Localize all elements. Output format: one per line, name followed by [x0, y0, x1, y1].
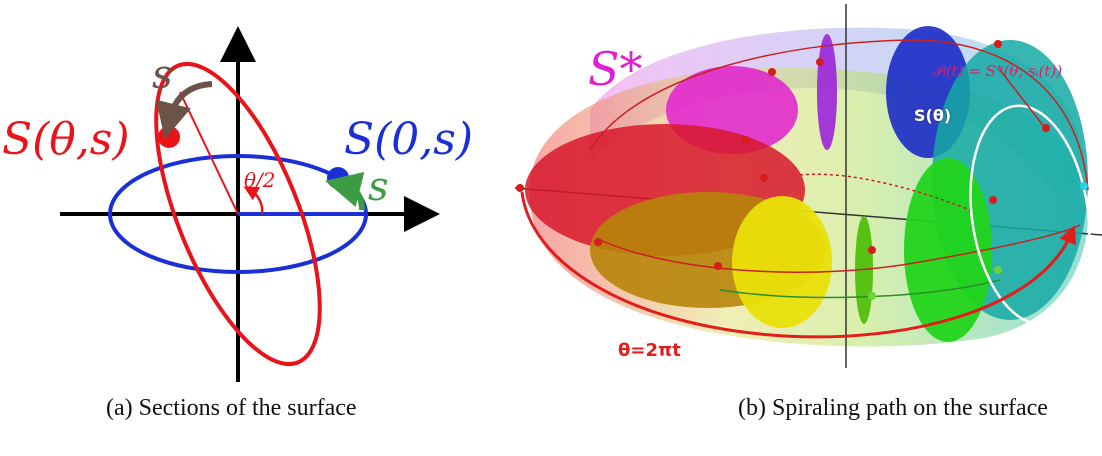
panel-a: S(θ,s) S(0,s) s s θ/2 (a) Sections of th…	[0, 0, 490, 456]
label-theta-2pi-t: θ=2πt	[618, 340, 681, 361]
path-point	[868, 292, 876, 300]
caption-b: (b) Spiraling path on the surface	[738, 395, 1048, 421]
label-s-green: s	[368, 164, 389, 210]
angle-arc	[243, 186, 264, 215]
path-point	[742, 136, 750, 144]
red-radius	[179, 91, 239, 215]
section-purple	[817, 34, 837, 150]
spiral-path-dotted	[799, 173, 971, 211]
spiral-path-top	[589, 39, 1089, 191]
path-points-green	[868, 266, 1002, 300]
label-S-star: S*	[588, 42, 643, 96]
label-S-theta: S(θ)	[914, 106, 952, 125]
label-path-formula: 𝒫ᵢ(t) = S*(θ, sᵢ(t))	[932, 62, 1063, 80]
blue-point	[327, 167, 349, 189]
brown-arc-arrow	[156, 81, 213, 139]
section-outline-S-theta	[969, 104, 1091, 326]
b-radius	[999, 69, 1046, 129]
spiral-path-lower	[719, 279, 1001, 299]
section-yellow	[732, 196, 832, 328]
path-point	[594, 238, 602, 246]
path-point	[994, 40, 1002, 48]
path-point-cyan	[1080, 182, 1088, 190]
path-point	[1042, 124, 1050, 132]
panel-b-diagram	[514, 4, 1102, 368]
path-point	[989, 196, 997, 204]
panel-a-diagram	[60, 26, 440, 382]
label-S-0-s: S(0,s)	[344, 114, 474, 165]
path-point	[516, 184, 524, 192]
label-S-theta-s: S(θ,s)	[2, 114, 130, 165]
path-point	[816, 58, 824, 66]
red-point	[158, 126, 180, 148]
path-point	[868, 246, 876, 254]
path-point	[760, 174, 768, 182]
label-theta-half: θ/2	[244, 168, 276, 192]
path-points	[516, 40, 1050, 270]
green-arc-arrow	[325, 172, 365, 211]
label-s-brown: s	[152, 52, 173, 98]
path-point	[994, 266, 1002, 274]
theta-arrow	[520, 191, 1077, 339]
path-point	[714, 262, 722, 270]
path-point	[768, 68, 776, 76]
spiral-path-mid	[599, 224, 1081, 273]
panel-b: S* 𝒫ᵢ(t) = S*(θ, sᵢ(t)) S(θ) θ=2πt (b) S…	[500, 0, 1102, 456]
red-section-ellipse	[154, 61, 322, 367]
caption-a: (a) Sections of the surface	[106, 395, 357, 421]
